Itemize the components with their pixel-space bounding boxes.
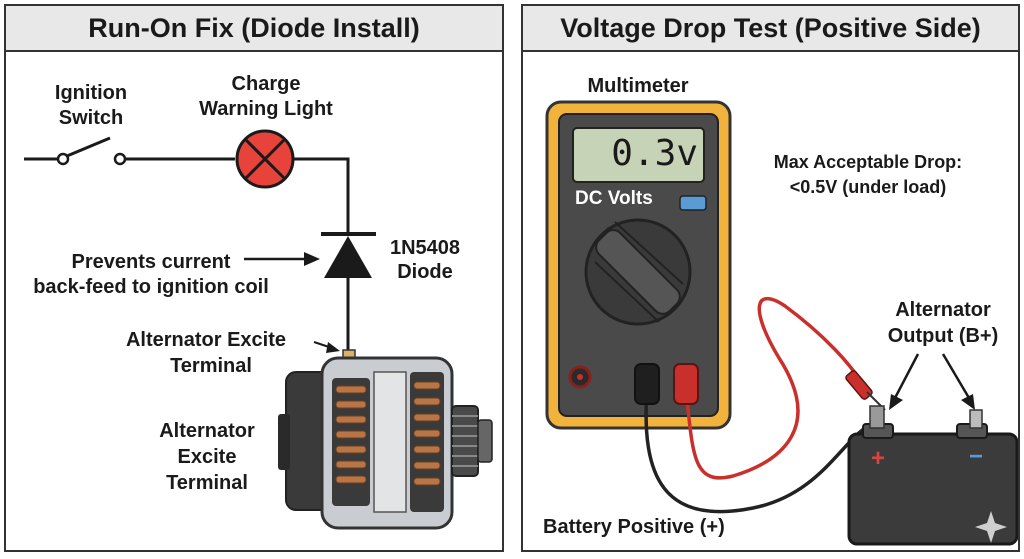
battery-icon — [847, 405, 1018, 546]
excite-terminal-arrow-icon — [313, 341, 340, 353]
charge-light-label-1: Charge — [232, 73, 301, 95]
charge-warning-lamp-icon — [235, 129, 295, 189]
wire-lamp-to-diode — [293, 157, 350, 234]
max-drop-label-2: <0.5V (under load) — [790, 177, 947, 197]
diode-symbol-icon — [321, 232, 376, 278]
prevents-label-2: back-feed to ignition coil — [33, 276, 269, 298]
excite-terminal-callout-2: Terminal — [170, 355, 252, 377]
battery-positive-label: Battery Positive (+) — [543, 516, 725, 538]
alternator-output-label-1: Alternator — [895, 299, 991, 321]
ignition-switch-label-1: Ignition — [55, 82, 127, 104]
multimeter-label: Multimeter — [587, 75, 688, 97]
alternator-icon — [278, 349, 493, 530]
black-lead-wire — [644, 389, 876, 514]
diode-circuit-diagram: Ignition Switch Charge Warning Light 1N5… — [24, 73, 493, 530]
charge-light-label-2: Warning Light — [199, 98, 333, 120]
ignition-switch-label-2: Switch — [59, 107, 123, 129]
ignition-switch-icon — [24, 136, 127, 166]
prevents-arrow-icon — [244, 252, 320, 266]
voltage-panel-title: Voltage Drop Test (Positive Side) — [523, 6, 1018, 52]
mode-button-icon — [679, 195, 707, 211]
alternator-output-label-2: Output (B+) — [888, 325, 999, 347]
battery-minus-sign: − — [969, 443, 983, 470]
voltage-drop-panel: Voltage Drop Test (Positive Side) Multim… — [521, 4, 1020, 552]
black-probe-icon — [634, 363, 660, 405]
alternator-label-3: Terminal — [166, 472, 248, 494]
excite-terminal-callout-1: Alternator Excite — [126, 329, 286, 351]
alternator-label-1: Alternator — [159, 420, 255, 442]
voltage-drop-diagram: Multimeter 0.3v DC Volts — [543, 75, 1018, 546]
alternator-label-2: Excite — [178, 446, 237, 468]
multimeter-icon — [545, 100, 732, 430]
diode-install-panel: Run-On Fix (Diode Install) Ignition Swit… — [4, 4, 504, 552]
prevents-label-1: Prevents current — [72, 251, 231, 273]
alternator-output-arrows-icon — [889, 353, 975, 410]
diode-type-label: Diode — [397, 261, 453, 283]
red-probe-icon — [673, 363, 886, 411]
diode-panel-title: Run-On Fix (Diode Install) — [6, 6, 502, 52]
diode-part-label: 1N5408 — [390, 237, 460, 259]
multimeter-display-value: 0.3v — [611, 133, 698, 174]
dc-volts-label: DC Volts — [575, 188, 653, 209]
red-lead-wire — [684, 296, 865, 480]
battery-plus-sign: + — [871, 445, 885, 472]
max-drop-label-1: Max Acceptable Drop: — [774, 152, 962, 172]
